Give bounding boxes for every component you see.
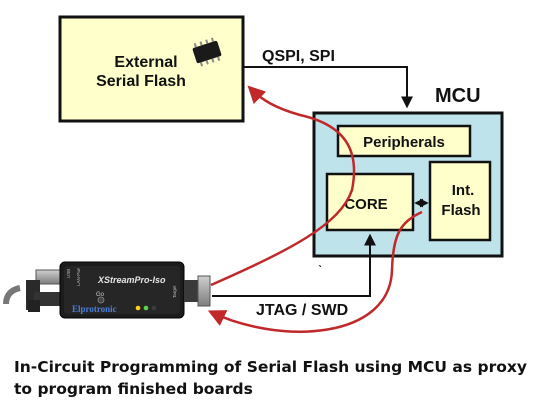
int-flash-label-line1: Int. (452, 182, 475, 199)
peripherals-box (336, 124, 472, 158)
external-flash-label-line1: External (114, 54, 177, 71)
red-data-path (207, 85, 423, 333)
caption-line2: to program finished boards (14, 380, 253, 398)
flash-chip-icon (192, 37, 222, 67)
programmer-port-lan: LAN-Pwr (76, 267, 81, 286)
programmer-logo-label: Elprotronic (72, 304, 117, 314)
led-busy (135, 305, 141, 311)
jtag-connection-arrow (212, 233, 376, 297)
qspi-connection-arrow (243, 66, 413, 109)
stray-tick: ˋ (318, 263, 322, 277)
jtag-label: JTAG / SWD (256, 302, 348, 319)
mcu-box: MCU Peripherals CORE Int. Flash (312, 85, 504, 258)
led-pass (143, 305, 149, 311)
external-flash-label-line2: Serial Flash (96, 73, 186, 90)
diagram-caption: In-Circuit Programming of Serial Flash u… (14, 356, 529, 400)
led-error (151, 305, 157, 311)
programmer-go-button[interactable] (97, 296, 105, 304)
qspi-label: QSPI, SPI (262, 48, 335, 65)
caption-line1: In-Circuit Programming of Serial Flash u… (14, 358, 527, 376)
programmer-port-usb: USB (66, 269, 71, 278)
core-box (325, 172, 415, 232)
external-flash-box: External Serial Flash (58, 15, 245, 123)
peripherals-label: Peripherals (363, 134, 445, 151)
mcu-label: MCU (435, 85, 481, 107)
int-flash-box (428, 160, 492, 242)
programmer-device: XStreamPro-Iso Go Elprotronic USB LAN-Pw… (3, 261, 211, 319)
programmer-go-label: Go (96, 292, 105, 298)
core-label: CORE (344, 196, 387, 213)
programmer-brand-label: XStreamPro-Iso (97, 275, 166, 285)
int-flash-label-line2: Flash (441, 202, 480, 219)
programmer-port-target: Target (172, 285, 177, 298)
